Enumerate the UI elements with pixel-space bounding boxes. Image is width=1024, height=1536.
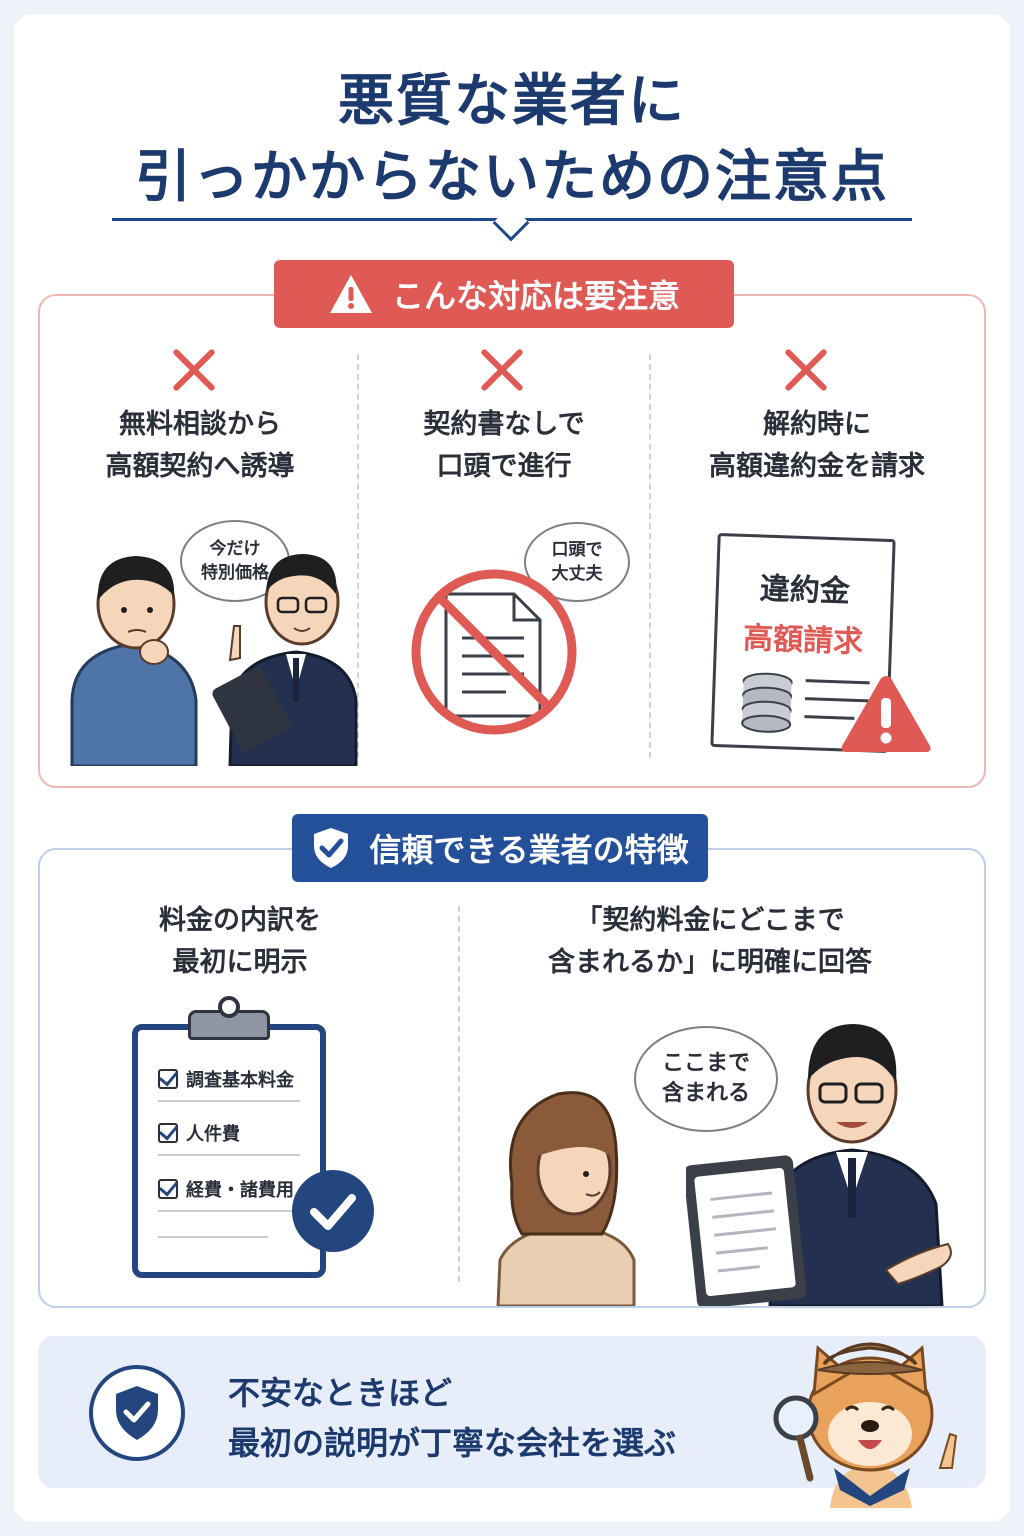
speech-bubble-special-price: 今だけ 特別価格 bbox=[180, 520, 290, 602]
warning-divider-2 bbox=[649, 354, 651, 758]
footer-line2: 最初の説明が丁寧な会社を選ぶ bbox=[228, 1424, 677, 1462]
consultant-illustration bbox=[686, 1024, 952, 1306]
checklist-item-label: 調査基本料金 bbox=[186, 1070, 294, 1091]
trust-item-1-caption: 料金の内訳を 最初に明示 bbox=[60, 900, 420, 984]
trust-divider bbox=[458, 906, 460, 1282]
bubble-line: 特別価格 bbox=[201, 563, 269, 583]
warning-item-2-line2: 口頭で進行 bbox=[436, 451, 572, 482]
trust-label-text: 信頼できる業者の特徴 bbox=[369, 831, 689, 869]
warning-triangle-icon bbox=[329, 275, 372, 313]
trust-item-1-line1: 料金の内訳を bbox=[159, 905, 321, 936]
footer-line1: 不安なときほど bbox=[228, 1374, 453, 1412]
warning-section-label: こんな対応は要注意 bbox=[274, 260, 734, 328]
penalty-document-subtitle: 高額請求 bbox=[742, 620, 864, 661]
checklist-underline bbox=[158, 1100, 300, 1102]
penalty-document: 違約金 高額請求 bbox=[710, 532, 896, 754]
checkbox-checked-icon bbox=[158, 1069, 178, 1089]
trust-item-2-line2: 含まれるか」に明確に回答 bbox=[548, 947, 872, 978]
checklist-item: 調査基本料金 bbox=[158, 1066, 294, 1092]
shield-check-icon bbox=[314, 828, 349, 868]
bubble-line: 今だけ bbox=[209, 539, 261, 559]
worried-customer-illustration bbox=[70, 556, 198, 766]
warning-item-1-caption: 無料相談から 高額契約へ誘導 bbox=[60, 404, 340, 488]
checklist-underline bbox=[158, 1154, 300, 1156]
checklist-item: 人件費 bbox=[158, 1120, 240, 1146]
trust-item-2-caption: 「契約料金にどこまで 含まれるか」に明確に回答 bbox=[490, 900, 930, 984]
trust-section-label: 信頼できる業者の特徴 bbox=[292, 814, 708, 882]
bubble-line: 含まれる bbox=[661, 1081, 750, 1106]
warning-label-text: こんな対応は要注意 bbox=[391, 277, 680, 315]
bubble-line: 大丈夫 bbox=[551, 564, 603, 584]
shield-check-icon bbox=[89, 1365, 185, 1461]
warning-item-3-caption: 解約時に 高額違約金を請求 bbox=[662, 404, 972, 488]
warning-divider-1 bbox=[357, 354, 359, 758]
warning-item-3-line1: 解約時に bbox=[763, 409, 871, 440]
trust-item-1-line2: 最初に明示 bbox=[172, 947, 308, 978]
checkbox-checked-icon bbox=[158, 1123, 178, 1143]
checklist-item: 経費・諸費用 bbox=[158, 1176, 294, 1202]
x-mark-icon bbox=[170, 346, 218, 394]
checklist-item-label: 人件費 bbox=[186, 1124, 240, 1145]
clipboard bbox=[132, 1024, 326, 1278]
warning-item-2-line1: 契約書なしで bbox=[423, 409, 585, 440]
warning-item-1-line1: 無料相談から bbox=[119, 409, 281, 440]
coin-stack-icon bbox=[741, 672, 793, 733]
female-customer-illustration bbox=[496, 1091, 636, 1306]
penalty-document-title: 違約金 bbox=[759, 571, 851, 610]
shiba-detective-mascot bbox=[773, 1342, 958, 1508]
salesman-illustration bbox=[212, 554, 358, 766]
checklist-underline bbox=[158, 1210, 300, 1212]
clipboard-ring bbox=[218, 996, 240, 1018]
x-mark-icon bbox=[782, 346, 830, 394]
warning-triangle-icon bbox=[841, 676, 931, 752]
checklist-item-label: 経費・諸費用 bbox=[186, 1180, 294, 1201]
trust-item-2-line1: 「契約料金にどこまで bbox=[575, 905, 845, 936]
page-title-line2: 引っかからないための注意点 bbox=[135, 145, 889, 210]
speech-bubble-included: ここまで 含まれる bbox=[634, 1026, 778, 1132]
warning-item-2-caption: 契約書なしで 口頭で進行 bbox=[366, 404, 642, 488]
bubble-line: 口頭で bbox=[551, 540, 603, 560]
x-mark-icon bbox=[478, 346, 526, 394]
check-circle-icon bbox=[292, 1170, 374, 1252]
no-contract-document-icon bbox=[411, 569, 577, 735]
checkbox-checked-icon bbox=[158, 1179, 178, 1199]
warning-item-1-line2: 高額契約へ誘導 bbox=[105, 451, 295, 482]
bubble-line: ここまで bbox=[661, 1051, 750, 1076]
page-title-line1: 悪質な業者に bbox=[338, 69, 686, 134]
warning-item-3-line2: 高額違約金を請求 bbox=[709, 451, 925, 482]
checklist-underline bbox=[158, 1236, 268, 1238]
